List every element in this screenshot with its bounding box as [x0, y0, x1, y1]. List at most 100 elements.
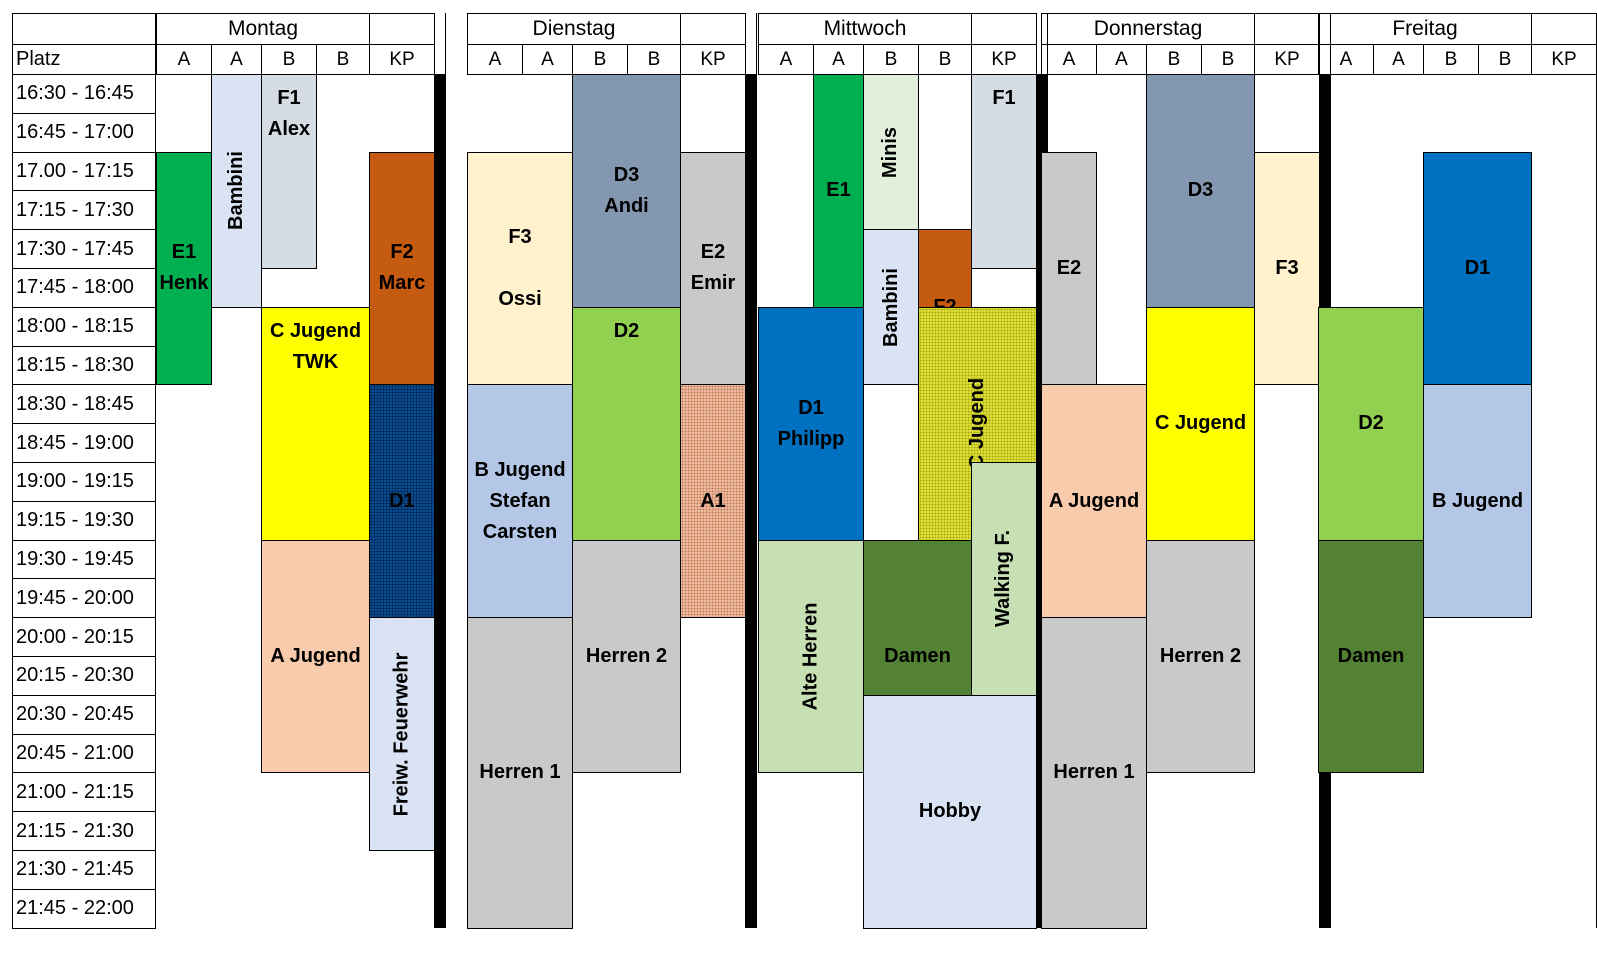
- block-label: B Jugend: [1431, 489, 1524, 512]
- day-header-mittwoch: Mittwoch: [758, 13, 972, 45]
- block-mittwoch-d1: D1 Philipp: [758, 306, 864, 541]
- block-label: Bambini: [879, 267, 902, 347]
- block-label: A Jugend: [1048, 489, 1140, 512]
- block-donnerstag-herren-2: Herren 2: [1146, 539, 1255, 774]
- sub-column-dienstag-b: B: [627, 44, 681, 75]
- sub-column-freitag-a: A: [1373, 44, 1424, 75]
- block-dienstag-herren-1: Herren 1: [467, 617, 573, 929]
- block-donnerstag-e2: E2: [1041, 151, 1097, 386]
- sub-column-mittwoch-kp: KP: [971, 44, 1037, 75]
- block-label: E2 Emir: [690, 241, 736, 295]
- time-slot: 21:30 - 21:45: [12, 850, 156, 890]
- time-slot: 18:00 - 18:15: [12, 306, 156, 347]
- block-dienstag-f3: F3 Ossi: [467, 151, 573, 386]
- day-header-montag: Montag: [156, 13, 370, 45]
- block-montag-d1: D1: [369, 384, 435, 619]
- block-label: Damen: [884, 644, 951, 667]
- block-label: F1: [992, 87, 1016, 109]
- time-slot: 21:45 - 22:00: [12, 888, 156, 929]
- sub-column-dienstag-a: A: [522, 44, 573, 75]
- block-dienstag-b-jugend: B Jugend Stefan Carsten: [467, 384, 573, 619]
- day-header-spare-cell: [1254, 13, 1320, 45]
- sub-column-freitag-kp: KP: [1531, 44, 1597, 75]
- block-mittwoch-hobby: Hobby: [863, 694, 1037, 929]
- block-label: C Jugend: [966, 378, 988, 470]
- block-label: B Jugend Stefan Carsten: [474, 458, 566, 543]
- sub-column-freitag-b: B: [1478, 44, 1532, 75]
- sub-column-mittwoch-b: B: [863, 44, 919, 75]
- time-slot: 21:15 - 21:30: [12, 811, 156, 851]
- block-label: D1: [1464, 256, 1491, 279]
- block-mittwoch-alte-herren: Alte Herren: [758, 539, 864, 774]
- block-montag-bambini: Bambini: [211, 74, 262, 308]
- day-separator-line: [445, 13, 446, 74]
- time-slot: 18:15 - 18:30: [12, 345, 156, 386]
- day-separator-line: [756, 13, 757, 74]
- block-donnerstag-d3: D3: [1146, 74, 1255, 308]
- sub-column-donnerstag-a: A: [1041, 44, 1097, 75]
- time-slot: 20:45 - 21:00: [12, 733, 156, 774]
- block-montag-f2: F2 Marc: [369, 151, 435, 386]
- time-slot: 18:30 - 18:45: [12, 384, 156, 425]
- block-label: F1 Alex: [267, 87, 311, 140]
- block-montag-c-jugend: C Jugend TWK: [261, 306, 370, 541]
- time-slot: 18:45 - 19:00: [12, 423, 156, 463]
- block-montag-feuerwehr: Freiw. Feuerwehr: [369, 617, 435, 851]
- block-label: F3: [1275, 256, 1299, 279]
- block-freitag-damen: Damen: [1318, 539, 1424, 774]
- sub-column-montag-b: B: [261, 44, 317, 75]
- block-label: F3 Ossi: [498, 225, 542, 310]
- sub-column-donnerstag-b: B: [1146, 44, 1202, 75]
- block-label: Minis: [879, 126, 902, 178]
- time-slot: 17:30 - 17:45: [12, 229, 156, 269]
- sub-column-freitag-b: B: [1423, 44, 1479, 75]
- block-donnerstag-f3: F3: [1254, 151, 1320, 386]
- block-label: Hobby: [918, 800, 982, 823]
- block-label: D1: [389, 489, 415, 512]
- block-mittwoch-minis: Minis: [863, 74, 919, 231]
- block-label: Freiw. Feuerwehr: [390, 652, 413, 816]
- block-label: C Jugend: [1154, 412, 1247, 435]
- block-freitag-b-jugend: B Jugend: [1423, 384, 1532, 619]
- block-donnerstag-a-jugend: A Jugend: [1041, 384, 1147, 619]
- day-header-spare-cell: [369, 13, 435, 45]
- sub-column-dienstag-b: B: [572, 44, 628, 75]
- block-label: Walking F.: [992, 530, 1015, 628]
- time-slot: 20:00 - 20:15: [12, 617, 156, 657]
- day-header-freitag: Freitag: [1318, 13, 1532, 45]
- block-dienstag-d3: D3 Andi: [572, 74, 681, 308]
- block-label: A1: [700, 489, 726, 512]
- block-label: D3 Andi: [604, 163, 649, 217]
- day-separator-line: [1319, 13, 1320, 74]
- block-label: F2 Marc: [378, 241, 426, 295]
- time-slot: 17:15 - 17:30: [12, 190, 156, 231]
- sub-column-montag-b: B: [316, 44, 370, 75]
- block-dienstag-herren-2: Herren 2: [572, 539, 681, 774]
- day-header-spare-cell: [680, 13, 746, 45]
- time-slot: 20:15 - 20:30: [12, 656, 156, 696]
- block-label: E1 Henk: [159, 241, 209, 295]
- time-slot: 19:45 - 20:00: [12, 578, 156, 619]
- block-donnerstag-c-jugend: C Jugend: [1146, 306, 1255, 541]
- sub-column-donnerstag-b: B: [1201, 44, 1255, 75]
- day-header-spare-cell: [1531, 13, 1597, 45]
- block-dienstag-d2: D2: [572, 306, 681, 541]
- sub-column-montag-a: A: [156, 44, 212, 75]
- block-label: D2: [1358, 412, 1384, 435]
- time-slot: 17.00 - 17:15: [12, 151, 156, 192]
- day-separator-line: [434, 13, 435, 74]
- block-montag-f1: F1 Alex: [261, 74, 317, 269]
- time-slot: 17:45 - 18:00: [12, 268, 156, 308]
- block-label: E2: [1056, 256, 1082, 279]
- block-mittwoch-e1: E1: [813, 74, 864, 308]
- day-header-dienstag: Dienstag: [467, 13, 681, 45]
- block-dienstag-a1: A1: [680, 384, 746, 619]
- block-label: Bambini: [225, 151, 247, 231]
- time-slot: 21:00 - 21:15: [12, 772, 156, 813]
- sub-column-donnerstag-a: A: [1096, 44, 1147, 75]
- block-label: Alte Herren: [799, 602, 822, 711]
- block-montag-e1: E1 Henk: [156, 151, 212, 386]
- block-mittwoch-bambini: Bambini: [863, 229, 919, 386]
- block-label: Damen: [1337, 644, 1405, 667]
